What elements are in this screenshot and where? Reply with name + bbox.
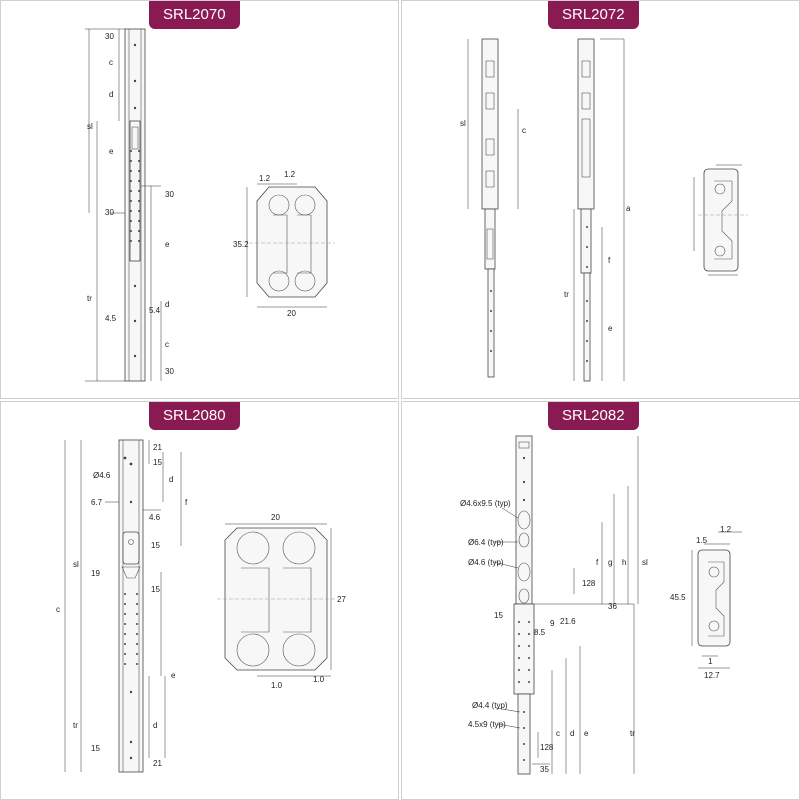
slide-rail: [583, 272, 591, 382]
dim-label: a: [626, 204, 631, 213]
dim-label: 35: [540, 765, 549, 774]
dim-label: 1.0: [271, 681, 283, 690]
dim-label: 15: [91, 744, 100, 753]
dim-label: 30: [165, 367, 174, 376]
dim-label: g: [608, 558, 612, 567]
dim-label: tr: [87, 294, 92, 303]
slide-rail: [487, 268, 495, 378]
panel-srl2070: SRL2070: [0, 0, 399, 399]
dim-label: 128: [540, 743, 554, 752]
dim-label: d: [169, 475, 173, 484]
dim-label: d: [570, 729, 574, 738]
dim-label: Ø4.6 (typ): [468, 558, 504, 567]
srl2072-profile: [693, 164, 748, 276]
srl2080-profile: 20 27 1.0 1.0: [217, 513, 346, 690]
slide-outer: [577, 38, 595, 210]
dim-label: 15: [151, 541, 160, 550]
srl2080-drawing: 21 Ø4.6 15 d 6.7 4.6 f 15 19 sl 15 c e t…: [56, 439, 346, 773]
dim-label: 21.6: [560, 617, 576, 626]
dim-label: 4.6: [149, 513, 161, 522]
dim-label: 8.5: [534, 628, 546, 637]
dim-label: c: [109, 58, 113, 67]
srl2070-drawing: 30 c d sl e 30 30 e tr 4.5 5.4 d c 30: [85, 28, 335, 382]
dim-label: f: [596, 558, 599, 567]
srl2072-drawing: sl c a f tr e: [460, 38, 748, 382]
slide-outer: [515, 435, 533, 605]
dim-label: 1.2: [259, 174, 271, 183]
dim-label: 1.2: [284, 170, 296, 179]
slide-inner: [484, 208, 496, 270]
dim-label: 21: [153, 759, 162, 768]
dim-label: c: [522, 126, 526, 135]
dim-label: sl: [642, 558, 648, 567]
dim-label: 128: [582, 579, 596, 588]
dim-label: f: [608, 256, 611, 265]
dim-label: 1.2: [720, 525, 732, 534]
slide-outer: [118, 439, 144, 773]
slide-rail: [517, 693, 531, 775]
srl2070-profile: 1.2 1.2 35.2 20: [233, 170, 335, 318]
dim-label: 6.7: [91, 498, 103, 507]
dim-label: d: [109, 90, 113, 99]
dim-label: e: [109, 147, 114, 156]
dim-label: 20: [271, 513, 280, 522]
dim-label: tr: [73, 721, 78, 730]
dim-label: e: [584, 729, 589, 738]
dim-label: d: [165, 300, 169, 309]
srl2082-profile: 1.2 1.5 45.5 1 12.7: [670, 525, 742, 680]
dim-label: tr: [630, 729, 635, 738]
dim-label: Ø6.4 (typ): [468, 538, 504, 547]
slide-inner: [580, 208, 592, 274]
dim-label: 1: [708, 657, 713, 666]
panel-srl2080: SRL2080: [0, 401, 399, 800]
dim-label: 1.5: [696, 536, 708, 545]
dim-label: Ø4.4 (typ): [472, 701, 508, 710]
panel-srl2082: SRL2082: [401, 401, 800, 800]
dim-label: c: [556, 729, 560, 738]
panel-title: SRL2072: [548, 1, 639, 29]
dim-label: 19: [91, 569, 100, 578]
slide-inner: [513, 603, 535, 695]
panel-title: SRL2070: [149, 1, 240, 29]
dim-label: e: [608, 324, 613, 333]
panel-title: SRL2082: [548, 402, 639, 430]
dim-label: 9: [550, 619, 555, 628]
dim-label: 15: [153, 458, 162, 467]
panel-srl2072: SRL2072: [401, 0, 800, 399]
dim-label: c: [56, 605, 60, 614]
dim-label: 21: [153, 443, 162, 452]
dim-label: 5.4: [149, 306, 161, 315]
dim-label: 27: [337, 595, 346, 604]
dim-label: e: [171, 671, 176, 680]
panel-title: SRL2080: [149, 402, 240, 430]
srl2082-drawing: Ø4.6x9.5 (typ) Ø6.4 (typ) Ø4.6 (typ) f g…: [460, 435, 742, 775]
slide-outer: [481, 38, 499, 210]
dim-label: 35.2: [233, 240, 249, 249]
dim-label: sl: [460, 119, 466, 128]
dim-label: d: [153, 721, 157, 730]
dim-label: 12.7: [704, 671, 720, 680]
dim-label: c: [165, 340, 169, 349]
dim-label: tr: [564, 290, 569, 299]
dim-label: 15: [151, 585, 160, 594]
dim-label: Ø4.6x9.5 (typ): [460, 499, 511, 508]
dim-label: 30: [105, 208, 114, 217]
dim-label: sl: [87, 122, 93, 131]
dim-label: 30: [105, 32, 114, 41]
dim-label: 45.5: [670, 593, 686, 602]
dim-label: 15: [494, 611, 503, 620]
dim-label: e: [165, 240, 170, 249]
dim-label: f: [185, 498, 188, 507]
dim-label: h: [622, 558, 626, 567]
dim-label: 30: [165, 190, 174, 199]
dim-label: 36: [608, 602, 617, 611]
dim-label: 1.0: [313, 675, 325, 684]
dim-label: sl: [73, 560, 79, 569]
dim-label: 20: [287, 309, 296, 318]
dim-label: 4.5x9 (typ): [468, 720, 506, 729]
dim-label: Ø4.6: [93, 471, 111, 480]
dim-label: 4.5: [105, 314, 117, 323]
